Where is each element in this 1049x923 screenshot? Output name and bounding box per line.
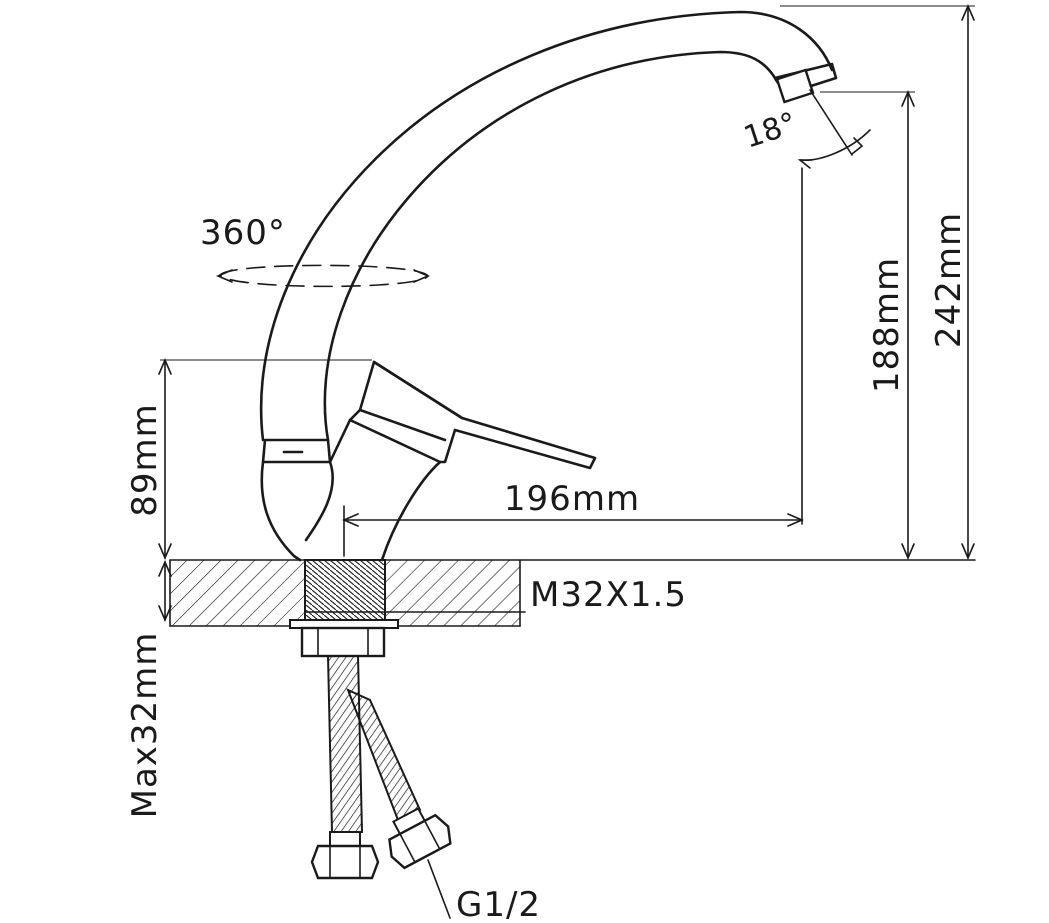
label-connection: G1/2 [456, 885, 541, 923]
countertop-hatch-right [385, 560, 520, 626]
label-reach: 196mm [504, 479, 640, 519]
flex-hoses [310, 655, 452, 880]
label-thread: M32X1.5 [530, 575, 687, 615]
label-body-height: 89mm [125, 403, 165, 517]
dimension-lines [158, 3, 975, 919]
label-spout-angle: 18° [740, 106, 801, 156]
angle-indicator [797, 89, 871, 169]
label-total-height: 242mm [929, 212, 969, 348]
labels: 242mm 188mm 89mm Max32mm 196mm 360° 18° … [125, 106, 969, 923]
rotation-indicator [215, 264, 431, 288]
hex-nut-left [310, 844, 380, 880]
faucet-body [260, 360, 597, 562]
mounting-shank [289, 559, 399, 658]
countertop-section [169, 559, 976, 627]
hex-nut-right [388, 813, 452, 870]
countertop-hatch-left [170, 560, 305, 626]
label-max-countertop: Max32mm [125, 632, 165, 819]
label-rotation: 360° [200, 213, 286, 253]
spout [259, 10, 838, 442]
label-spout-height: 188mm [867, 257, 907, 393]
